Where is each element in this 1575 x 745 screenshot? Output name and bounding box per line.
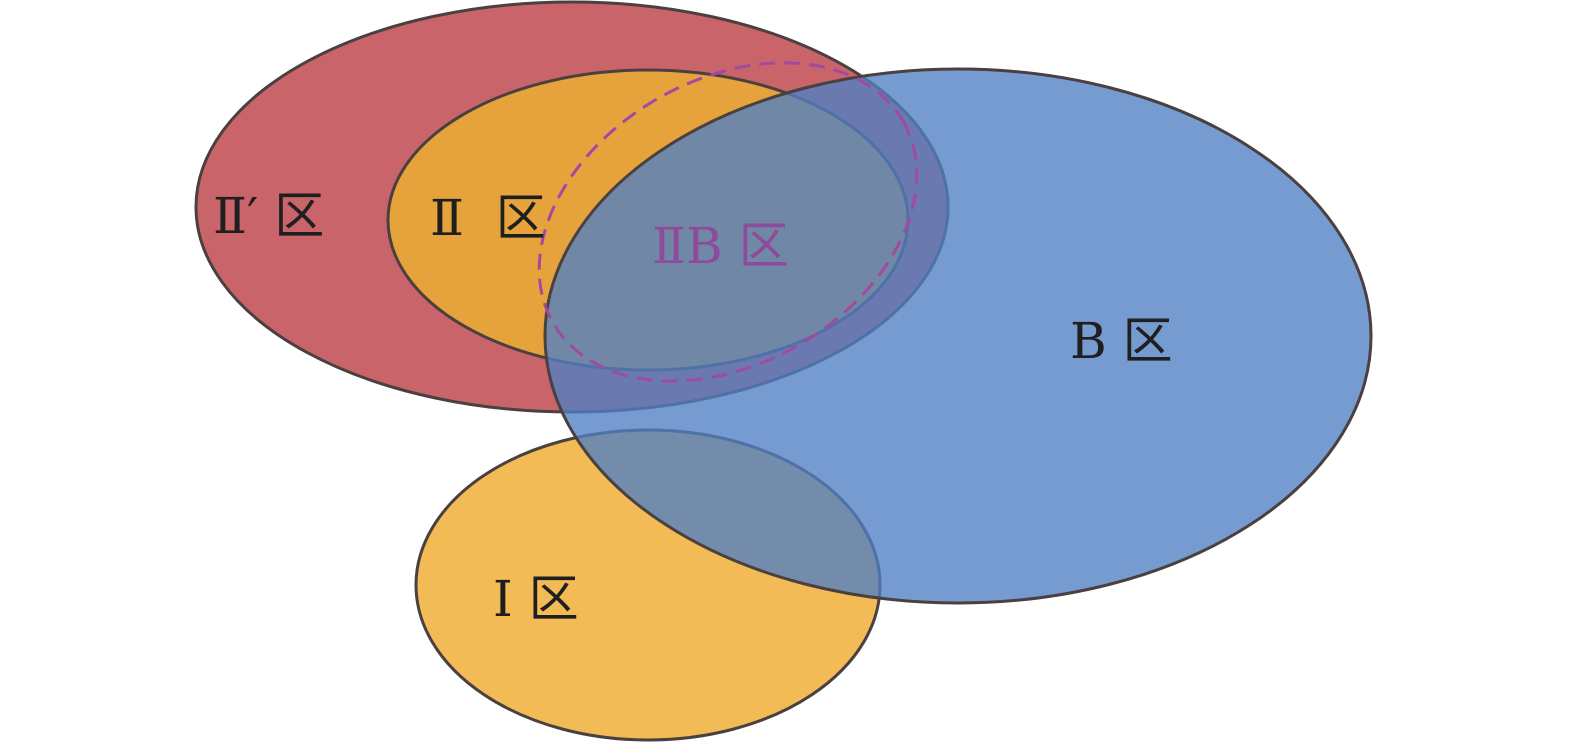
zone-2-prime-label: Ⅱ′ 区	[213, 187, 324, 245]
zone-2-label: Ⅱ 区	[430, 189, 546, 247]
zone-b-ellipse	[543, 67, 1373, 605]
zone-2b-dashed-outline	[537, 61, 919, 383]
zone-1-label: Ⅰ 区	[493, 570, 579, 628]
zone-b-label: B 区	[1070, 312, 1173, 370]
zone-2b-label: ⅡB 区	[652, 217, 789, 275]
